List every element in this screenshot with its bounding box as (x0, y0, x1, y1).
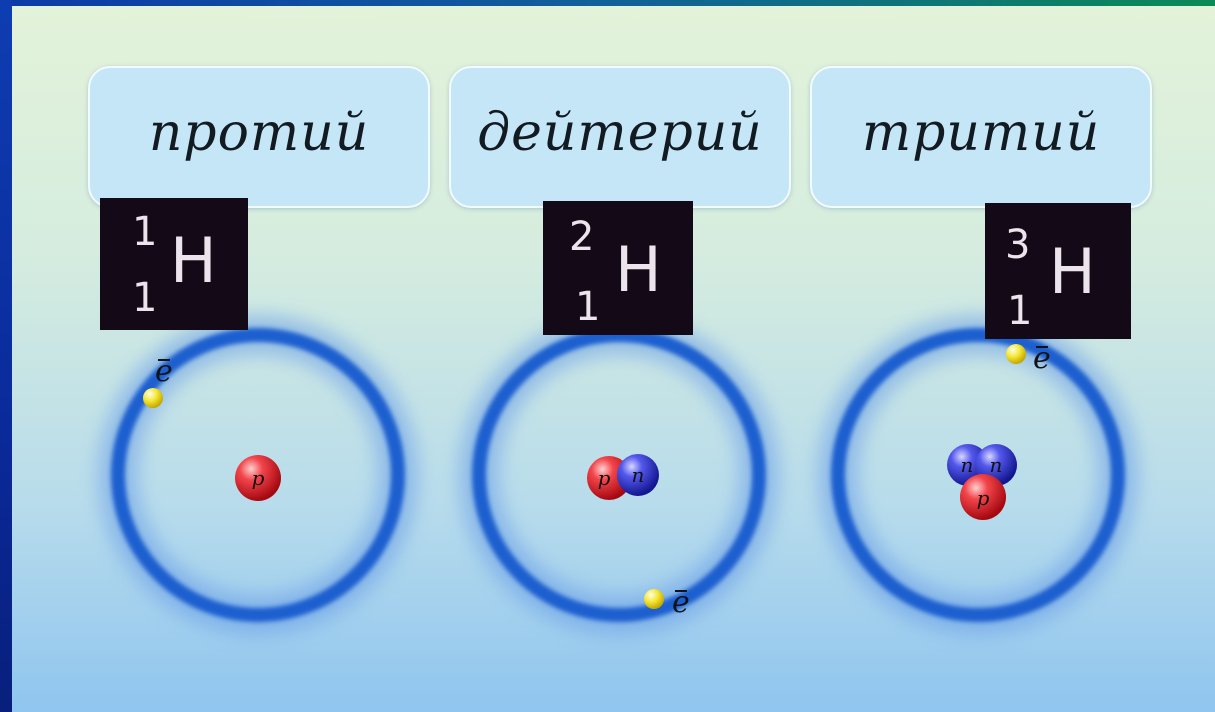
proton-particle (235, 455, 281, 501)
neutron-label: n (990, 453, 1003, 477)
frame-top-border (0, 0, 1215, 6)
mass-number: 3 (1005, 222, 1031, 268)
tritium-nucleus: n n p (947, 444, 1017, 520)
mass-number: 2 (569, 214, 595, 260)
element-symbol: H (1049, 235, 1096, 308)
overbar (1036, 346, 1048, 348)
frame-left-border (0, 0, 12, 712)
element-symbol: H (170, 224, 217, 297)
protium-electron (143, 388, 163, 408)
protium-name-box: протий (88, 66, 430, 208)
electron-symbol: e (1033, 341, 1051, 376)
protium-name: протий (148, 103, 370, 163)
overbar (675, 590, 687, 592)
element-symbol: H (615, 233, 662, 306)
neutron-label: n (632, 463, 645, 487)
atomic-number: 1 (575, 284, 601, 330)
deuterium-orbit (459, 315, 779, 635)
protium-symbol: 1 1 H (100, 198, 248, 330)
tritium-electron-label: e (1033, 344, 1051, 374)
deuterium-symbol: 2 1 H (543, 201, 693, 335)
electron-symbol: e (672, 585, 690, 620)
tritium-electron (1006, 344, 1026, 364)
deuterium-nucleus: p n (587, 454, 659, 500)
protium-electron-label: e (155, 357, 173, 387)
proton-particle (960, 474, 1006, 520)
deuterium-name: дейтерий (477, 103, 763, 163)
atomic-number: 1 (132, 275, 158, 321)
protium-nucleus: p (235, 455, 281, 501)
deuterium-name-box: дейтерий (449, 66, 791, 208)
overbar (158, 359, 170, 361)
neutron-particle (617, 454, 659, 496)
proton-label: p (977, 486, 990, 510)
tritium-symbol: 3 1 H (985, 203, 1131, 339)
tritium-name-box: тритий (810, 66, 1152, 208)
proton-label: p (598, 466, 611, 490)
deuterium-electron-label: e (672, 588, 690, 618)
mass-number: 1 (132, 209, 158, 255)
proton-label: p (252, 466, 265, 490)
tritium-name: тритий (861, 103, 1101, 163)
electron-symbol: e (155, 354, 173, 389)
deuterium-electron (644, 589, 664, 609)
atomic-number: 1 (1007, 288, 1033, 334)
protium-orbit (98, 315, 418, 635)
tritium-orbit (818, 315, 1138, 635)
neutron-label: n (961, 453, 974, 477)
